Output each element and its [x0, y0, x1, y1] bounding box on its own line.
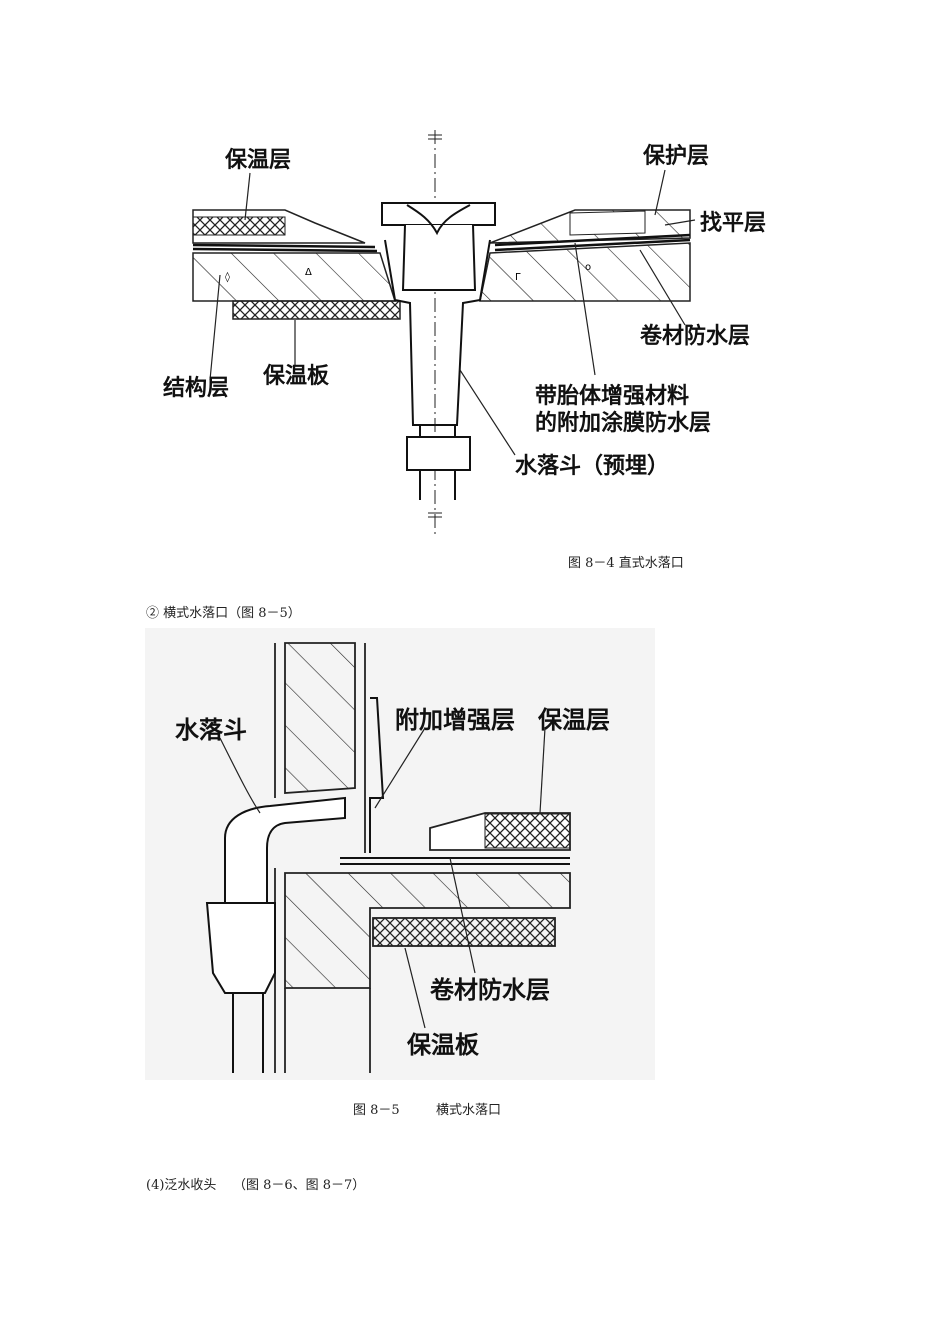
wall-upper — [284, 642, 356, 794]
label-insulation-layer: 保温层 — [537, 706, 610, 734]
label-downspout: 水落斗（预埋） — [515, 454, 669, 479]
svg-text:Γ: Γ — [515, 272, 521, 283]
svg-text:ο: ο — [585, 262, 591, 273]
figure2-caption-number: 图 8－5 — [353, 1103, 400, 1118]
footer-heading: (4)泛水收头 （图 8－6、图 8－7） — [146, 1178, 366, 1193]
label-additional-layer: 附加增强层 — [395, 706, 515, 734]
label-structural-layer: 结构层 — [163, 375, 229, 401]
label-insulation-layer: 保温层 — [224, 148, 291, 173]
label-insulation-board: 保温板 — [406, 1031, 480, 1059]
figure2-caption-text: 横式水落口 — [436, 1103, 502, 1118]
section-heading: ② 横式水落口（图 8－5） — [146, 606, 301, 621]
figure-straight-drain: ◊ Δ Γο 保温层 保护层 找平层 结构层 保温板 卷材防水层 — [163, 130, 766, 535]
figure-horizontal-drain: 水落斗 附加增强层 保温层 卷材防水层 保温板 — [145, 628, 655, 1080]
insulation-board-shape — [232, 300, 401, 320]
drain-body — [381, 202, 496, 500]
membrane-lines — [192, 233, 691, 253]
leader-lines — [209, 169, 696, 456]
horizontal-downspout — [205, 796, 346, 1073]
label-membrane-waterproof: 卷材防水层 — [430, 976, 550, 1004]
label-membrane-waterproof: 卷材防水层 — [639, 323, 750, 349]
label-reinforced-line2: 的附加涂膜防水层 — [535, 410, 711, 436]
svg-text:◊: ◊ — [225, 271, 230, 283]
center-axis — [428, 130, 442, 535]
label-leveling-layer: 找平层 — [700, 211, 766, 236]
svg-text:Δ: Δ — [305, 267, 312, 278]
label-insulation-board: 保温板 — [262, 364, 330, 389]
figure1-caption: 图 8－4 直式水落口 — [568, 556, 684, 571]
structural-slab: ◊ Δ Γο — [192, 242, 691, 302]
leader-lines — [219, 727, 546, 1029]
label-reinforced-line1: 带胎体增强材料 — [535, 383, 689, 409]
label-downspout: 水落斗 — [175, 716, 247, 744]
membrane-lines — [340, 697, 570, 865]
label-protection-layer: 保护层 — [642, 144, 709, 169]
insulation-layer-shape — [192, 209, 691, 244]
